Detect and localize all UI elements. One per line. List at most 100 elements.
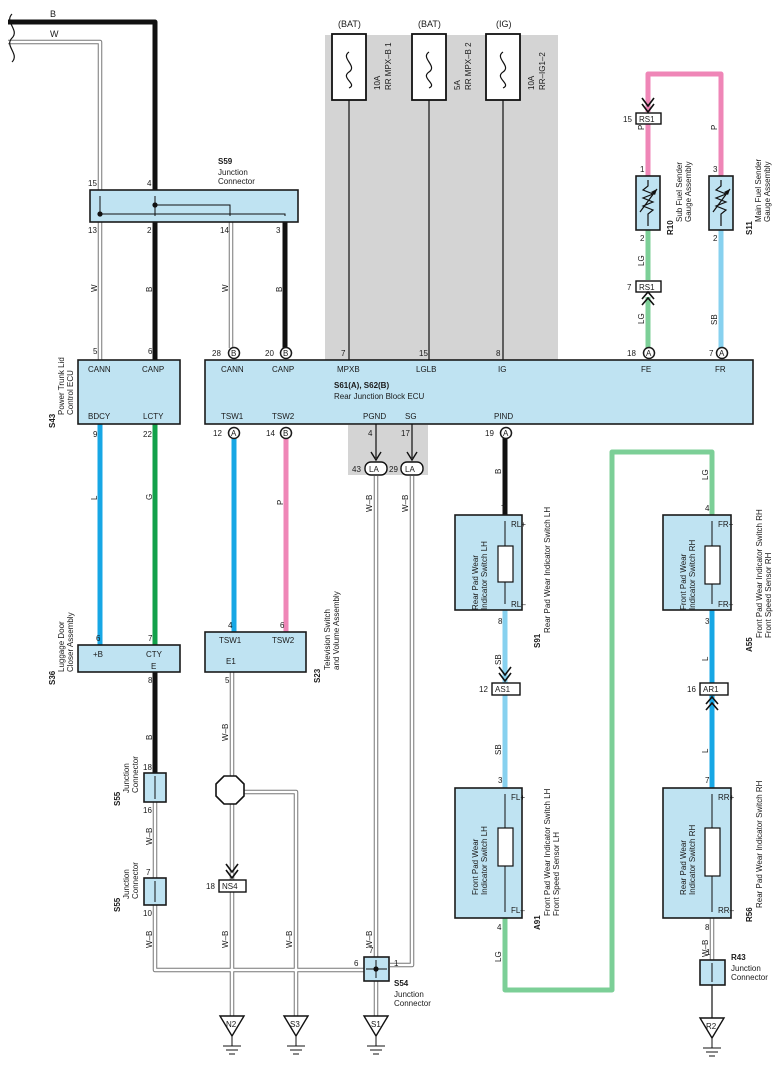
svg-text:RS1: RS1	[639, 283, 655, 292]
ground-s3: S3	[282, 1015, 310, 1055]
svg-text:29: 29	[389, 465, 398, 474]
svg-text:15: 15	[419, 349, 428, 358]
svg-text:8: 8	[705, 923, 710, 932]
svg-text:5: 5	[225, 676, 230, 685]
svg-text:R10: R10	[666, 220, 675, 235]
svg-text:LA: LA	[369, 465, 379, 474]
svg-text:A: A	[719, 349, 725, 358]
svg-text:LG: LG	[637, 313, 646, 324]
svg-text:1: 1	[640, 165, 645, 174]
svg-text:FR+: FR+	[718, 520, 734, 529]
svg-text:4: 4	[497, 923, 502, 932]
svg-text:(BAT): (BAT)	[338, 19, 361, 29]
wire-color-labels: W B W B L G P W–B W–B B SB SB LG LG L L …	[90, 125, 719, 962]
svg-text:LA: LA	[405, 465, 415, 474]
svg-text:W: W	[221, 284, 230, 292]
svg-text:RS1: RS1	[639, 115, 655, 124]
svg-text:Rear Pad Wear Indicator Switch: Rear Pad Wear Indicator Switch RH	[755, 780, 764, 908]
svg-text:E1: E1	[226, 657, 236, 666]
svg-text:S1: S1	[371, 1020, 381, 1029]
svg-text:AS1: AS1	[495, 685, 511, 694]
svg-text:RR+: RR+	[718, 793, 735, 802]
svg-text:2: 2	[640, 234, 645, 243]
svg-text:BDCY: BDCY	[88, 412, 111, 421]
svg-text:6: 6	[280, 621, 285, 630]
svg-text:JunctionConnector: JunctionConnector	[394, 990, 431, 1008]
splice-octagon	[215, 775, 245, 805]
svg-text:W–B: W–B	[221, 931, 230, 948]
svg-text:P: P	[710, 125, 719, 130]
svg-text:W–B: W–B	[221, 724, 230, 741]
svg-text:CANN: CANN	[221, 365, 244, 374]
svg-text:S23: S23	[313, 668, 322, 683]
svg-text:PIND: PIND	[494, 412, 513, 421]
svg-text:S55: S55	[113, 791, 122, 806]
svg-text:TSW2: TSW2	[272, 636, 295, 645]
svg-text:L: L	[90, 495, 99, 500]
svg-text:7: 7	[341, 349, 346, 358]
svg-text:FL+: FL+	[511, 793, 525, 802]
svg-text:12: 12	[213, 429, 222, 438]
svg-text:3: 3	[276, 226, 281, 235]
svg-text:22: 22	[143, 430, 152, 439]
svg-text:1: 1	[706, 948, 711, 957]
as1-connector: AS1 12	[479, 666, 521, 696]
svg-text:R43: R43	[731, 953, 746, 962]
svg-text:5A: 5A	[453, 80, 462, 90]
svg-text:17: 17	[401, 429, 410, 438]
svg-text:Sub Fuel SenderGauge Assembly: Sub Fuel SenderGauge Assembly	[675, 162, 693, 222]
svg-text:RL–: RL–	[511, 600, 526, 609]
svg-text:S91: S91	[533, 633, 542, 648]
svg-text:SG: SG	[405, 412, 417, 421]
s36-luggage-door-closer: 6 7 +B CTY E 8 S36 Luggage DoorCloser As…	[48, 612, 181, 685]
svg-text:S54: S54	[394, 979, 409, 988]
a91-front-pad-wear-switch-lh: FL+ FL– Front Pad WearIndicator Switch L…	[454, 776, 561, 932]
svg-text:7: 7	[705, 776, 710, 785]
svg-text:5: 5	[93, 347, 98, 356]
svg-text:S43: S43	[48, 413, 57, 428]
svg-text:18: 18	[206, 882, 215, 891]
svg-text:B: B	[494, 469, 503, 474]
svg-text:S61(A), S62(B): S61(A), S62(B)	[334, 381, 389, 390]
svg-text:TSW2: TSW2	[272, 412, 295, 421]
svg-text:10A: 10A	[527, 75, 536, 90]
svg-text:CANP: CANP	[272, 365, 294, 374]
svg-text:4: 4	[705, 504, 710, 513]
svg-text:1: 1	[394, 959, 399, 968]
svg-text:RR–: RR–	[718, 906, 735, 915]
svg-text:CANN: CANN	[88, 365, 111, 374]
fuse-3: (IG) 10A RR–IG1–2	[485, 19, 547, 101]
svg-text:7: 7	[369, 946, 374, 955]
svg-text:L: L	[701, 656, 710, 661]
svg-text:3: 3	[713, 165, 718, 174]
svg-text:JunctionConnector: JunctionConnector	[122, 862, 140, 899]
svg-text:AR1: AR1	[703, 685, 719, 694]
svg-text:8: 8	[496, 349, 501, 358]
svg-text:B: B	[145, 735, 154, 740]
svg-text:B: B	[275, 287, 284, 292]
svg-text:MPXB: MPXB	[337, 365, 360, 374]
svg-text:SB: SB	[494, 654, 503, 665]
svg-text:8: 8	[498, 617, 503, 626]
svg-text:A: A	[646, 349, 652, 358]
svg-text:W: W	[90, 284, 99, 292]
svg-text:15: 15	[623, 115, 632, 124]
svg-text:Front Pad WearIndicator Switch: Front Pad WearIndicator Switch RH	[679, 540, 697, 610]
fuse-2: (BAT) 5A RR MPX–B 2	[411, 19, 473, 101]
svg-text:6: 6	[96, 634, 101, 643]
svg-text:S36: S36	[48, 670, 57, 685]
svg-text:Rear Pad WearIndicator Switch: Rear Pad WearIndicator Switch RH	[679, 825, 697, 895]
svg-text:S3: S3	[290, 1020, 300, 1029]
svg-text:A91: A91	[533, 915, 542, 930]
svg-text:28: 28	[212, 349, 221, 358]
s23-television-switch: 4 6 TSW1 TSW2 E1 5 S23 Television Switch…	[204, 591, 341, 685]
svg-text:Luggage DoorCloser Assembly: Luggage DoorCloser Assembly	[57, 612, 75, 672]
svg-text:LGLB: LGLB	[416, 365, 436, 374]
svg-text:R56: R56	[745, 907, 754, 922]
svg-text:18: 18	[627, 349, 636, 358]
svg-text:4: 4	[368, 429, 373, 438]
r10-sub-fuel-sender: 1 2 R10 Sub Fuel SenderGauge Assembly	[635, 162, 693, 243]
svg-text:9: 9	[93, 430, 98, 439]
rs1-connector-bottom: RS1 7	[627, 280, 662, 306]
